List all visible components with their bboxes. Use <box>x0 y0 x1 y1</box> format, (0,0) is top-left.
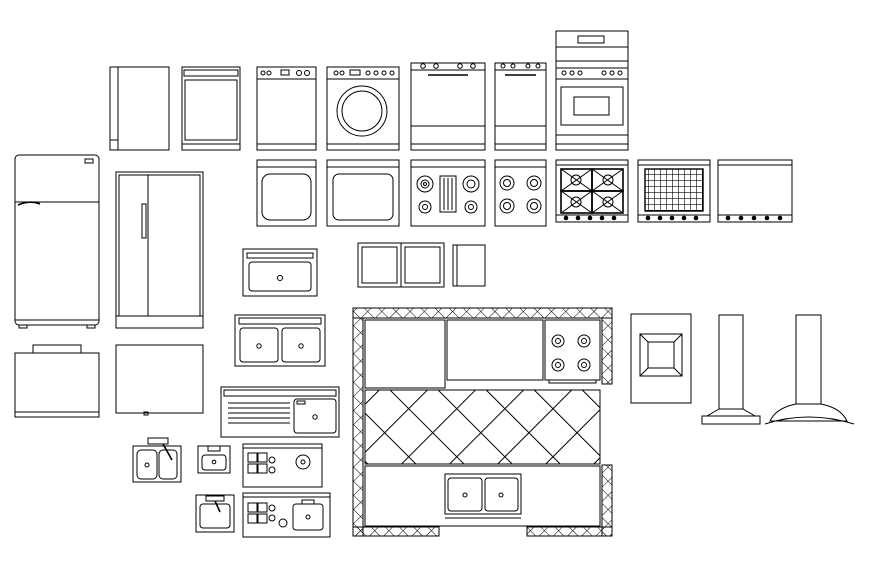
washing-machine-icon <box>256 66 317 151</box>
corner-sink-icon <box>132 437 182 483</box>
drainboard-sink-icon <box>220 386 340 438</box>
small-cabinet-icon <box>115 344 204 416</box>
double-basin-counter-icon <box>357 242 445 288</box>
cooktop-plan-icon <box>717 159 793 223</box>
double-sink-icon <box>234 314 326 367</box>
bar-sink-icon <box>197 445 231 474</box>
chimney-hood-icon <box>701 314 761 425</box>
small-appliance-icon <box>14 344 100 418</box>
range-hood-plan-icon <box>630 313 692 404</box>
front-load-washer-icon <box>326 66 400 151</box>
dryer-plan-icon <box>326 159 400 227</box>
gas-range-with-hood-icon <box>555 30 629 151</box>
refrigerator-front-icon <box>14 154 100 329</box>
cooktop-sink-combo-icon <box>242 492 331 538</box>
dishwasher-icon <box>181 66 241 151</box>
grill-cooktop-icon <box>637 159 711 223</box>
single-sink-icon <box>242 248 318 297</box>
curved-chimney-hood-icon <box>764 314 855 425</box>
side-by-side-fridge-icon <box>115 171 204 329</box>
gas-cooktop-icon <box>555 159 629 223</box>
range-front-icon <box>410 62 486 151</box>
small-sink-icon <box>195 494 235 533</box>
refrigerator-side-icon <box>109 66 170 151</box>
kitchen-layout-plan-icon <box>352 307 613 537</box>
small-cabinet-plan-icon <box>452 244 486 287</box>
top-load-washer-plan-icon <box>256 159 317 227</box>
electric-cooktop-icon <box>494 159 547 227</box>
small-cooktop-combo-icon <box>242 443 323 488</box>
electric-cooktop-griddle-icon <box>410 159 486 227</box>
small-range-front-icon <box>494 62 547 151</box>
